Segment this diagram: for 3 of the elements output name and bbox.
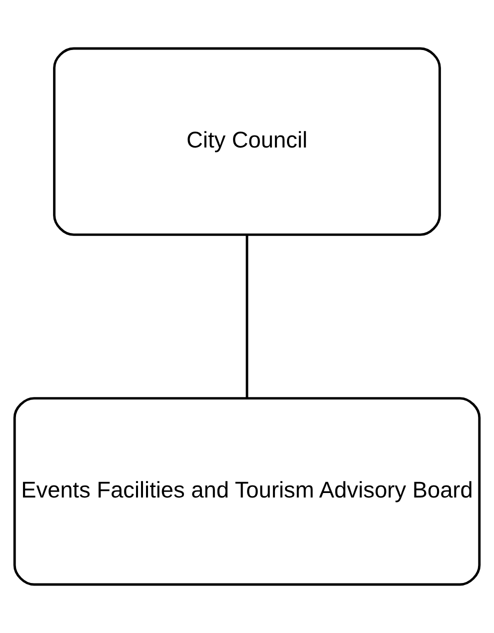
node-box: Events Facilities and Tourism Advisory Board (13, 397, 481, 586)
node-box: City Council (53, 47, 441, 236)
connector (246, 234, 248, 398)
